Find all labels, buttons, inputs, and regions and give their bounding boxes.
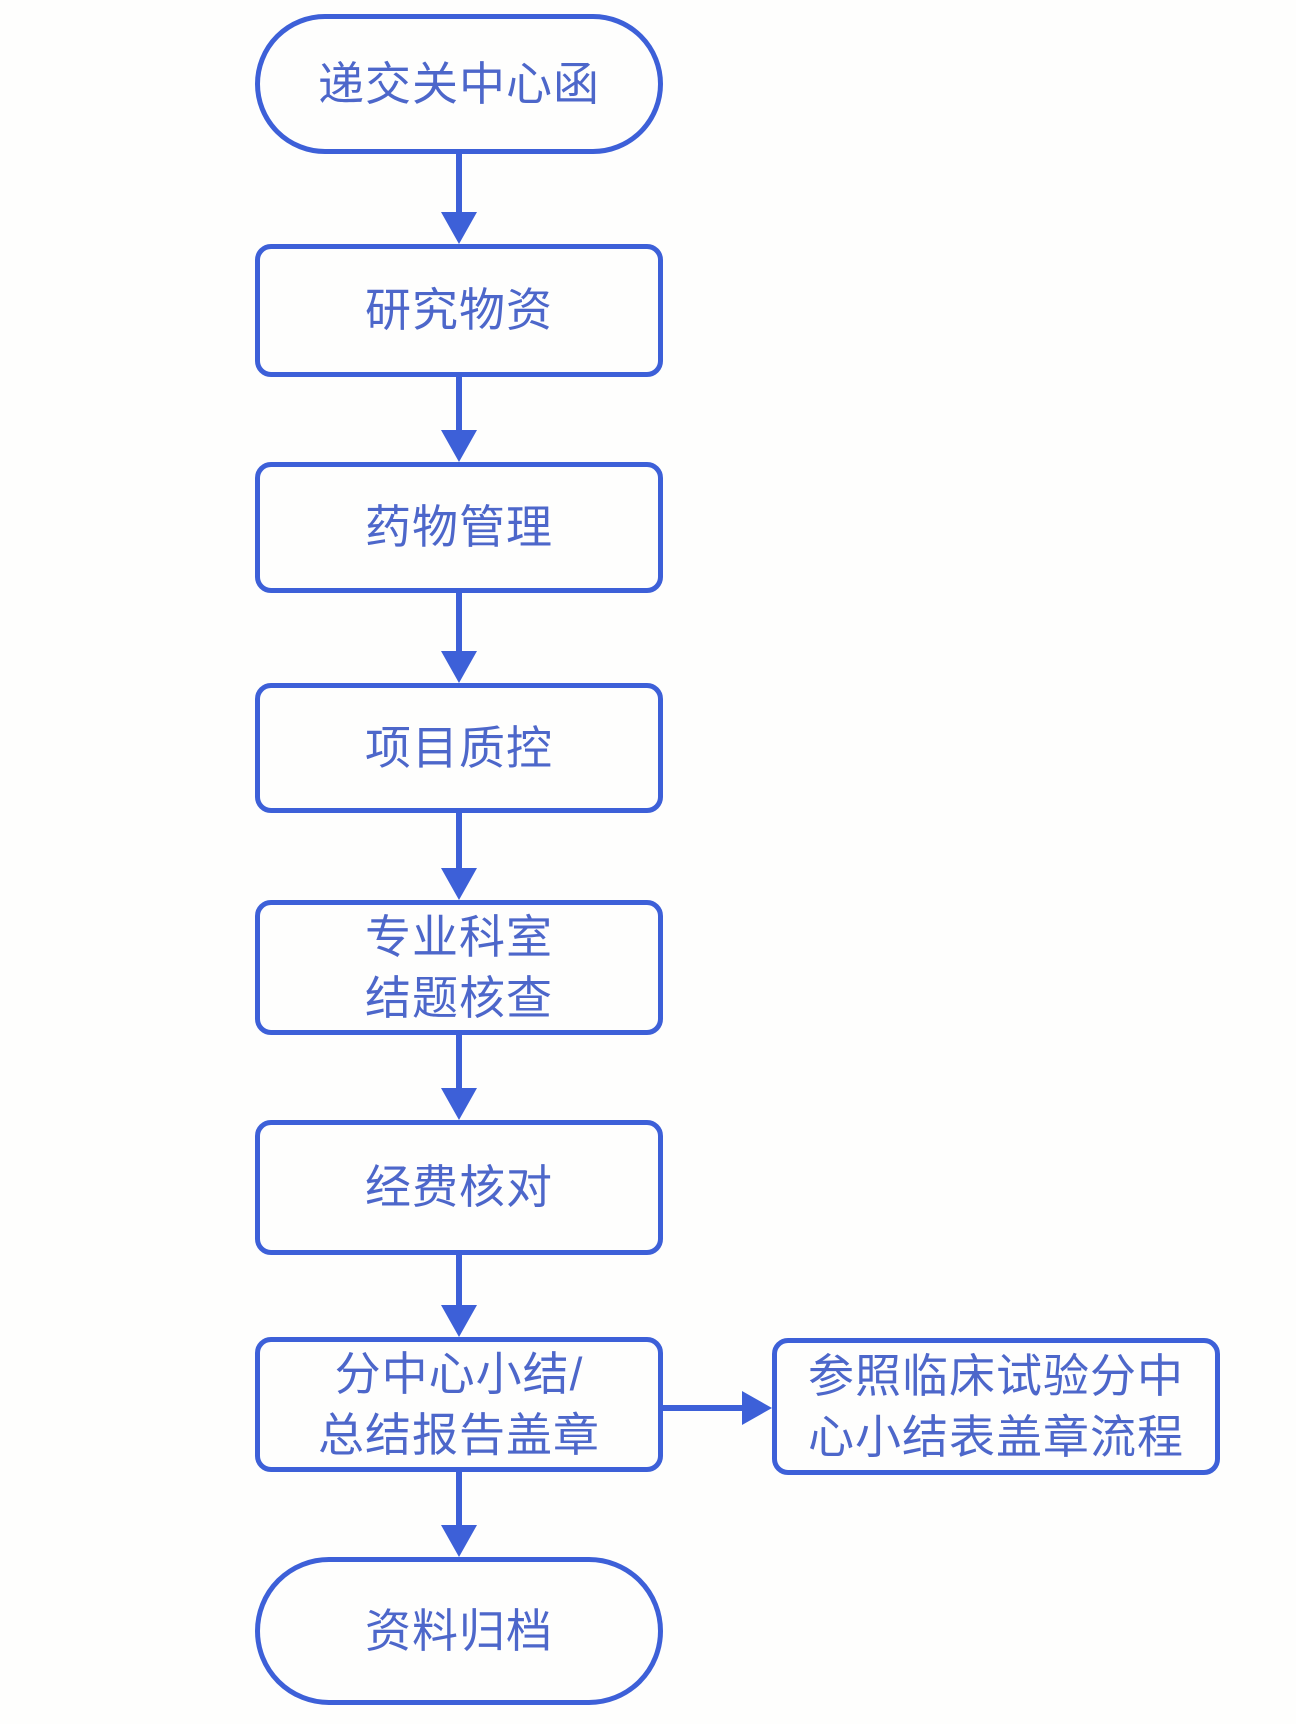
flow-node-drug-management: 药物管理 — [255, 462, 663, 593]
arrow-head-down-icon — [441, 430, 477, 462]
flow-node-subcenter-summary-report-stamping: 分中心小结/ 总结报告盖章 — [255, 1337, 663, 1472]
arrow-shaft — [663, 1405, 746, 1411]
flow-arrow-down-5 — [439, 1035, 479, 1120]
flow-node-document-archiving: 资料归档 — [255, 1557, 663, 1705]
flow-arrow-down-4 — [439, 813, 479, 900]
flow-node-funding-reconciliation: 经费核对 — [255, 1120, 663, 1255]
flow-arrow-down-2 — [439, 377, 479, 462]
arrow-shaft — [456, 1035, 462, 1092]
arrow-shaft — [456, 154, 462, 216]
arrow-head-down-icon — [441, 651, 477, 683]
arrow-head-right-icon — [742, 1391, 772, 1425]
arrow-head-down-icon — [441, 868, 477, 900]
arrow-head-down-icon — [441, 212, 477, 244]
flow-node-research-supplies: 研究物资 — [255, 244, 663, 377]
flow-node-specialty-department-closure-check: 专业科室 结题核查 — [255, 900, 663, 1035]
flow-arrow-down-3 — [439, 593, 479, 683]
arrow-shaft — [456, 377, 462, 434]
flow-arrow-down-6 — [439, 1255, 479, 1337]
arrow-head-down-icon — [441, 1525, 477, 1557]
arrow-shaft — [456, 1472, 462, 1529]
arrow-shaft — [456, 593, 462, 655]
flow-node-refer-to-trial-subcenter-stamp-flow: 参照临床试验分中 心小结表盖章流程 — [772, 1338, 1220, 1475]
flow-arrow-right — [663, 1388, 772, 1428]
arrow-head-down-icon — [441, 1305, 477, 1337]
arrow-shaft — [456, 813, 462, 872]
arrow-head-down-icon — [441, 1088, 477, 1120]
flow-node-project-quality-control: 项目质控 — [255, 683, 663, 813]
flow-node-submit-center-closure-letter: 递交关中心函 — [255, 14, 663, 154]
arrow-shaft — [456, 1255, 462, 1309]
flow-arrow-down-7 — [439, 1472, 479, 1557]
flow-arrow-down-1 — [439, 154, 479, 244]
